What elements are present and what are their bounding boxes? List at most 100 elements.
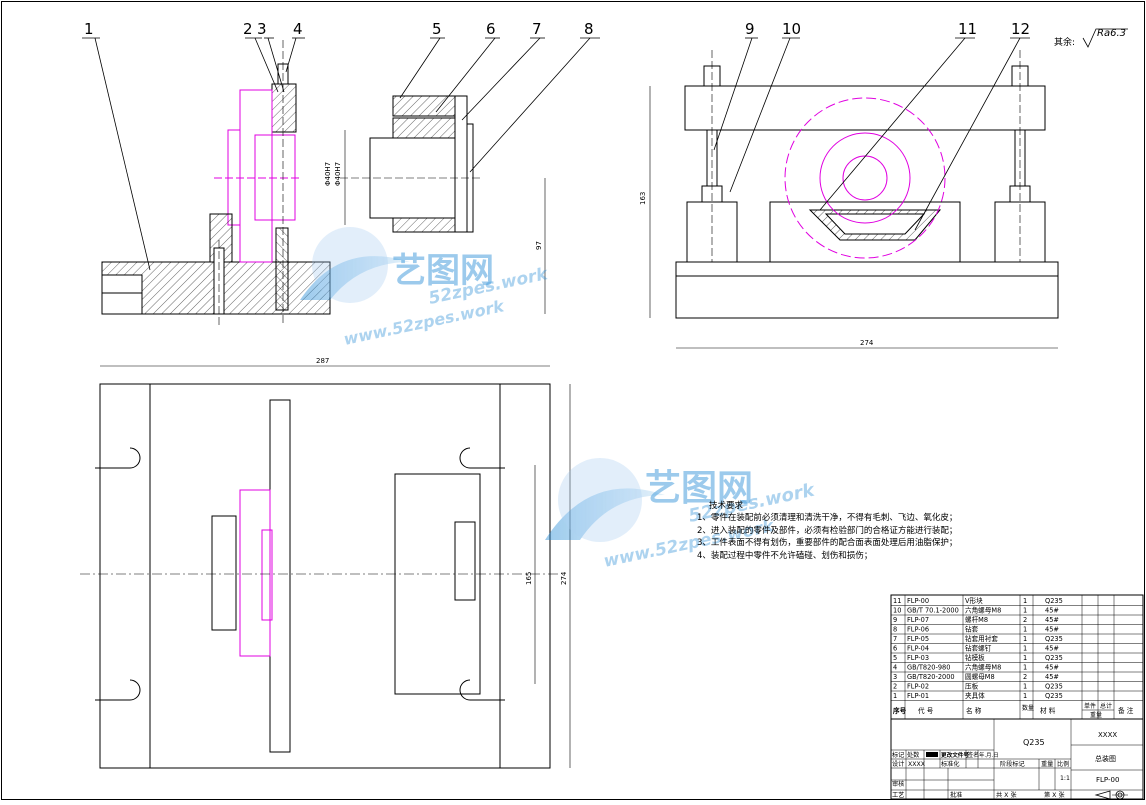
bom-name: 压板 [965, 682, 979, 691]
tb-material: Q235 [1023, 738, 1045, 747]
bom-qty: 1 [1023, 597, 1027, 605]
title-block-text: 标记 处数 更改文件号 签名 年.月.日 设计 XXXX 标准化 审核 工艺 批… [892, 731, 1119, 799]
bom-material: Q235 [1045, 597, 1063, 605]
bom-code: GB/T820-980 [907, 664, 950, 672]
balloon-6: 6 [486, 20, 496, 38]
bom-header-no: 序号 [893, 706, 907, 715]
bom-code: FLP-06 [907, 626, 929, 634]
tech-title: 技术要求 [709, 501, 744, 511]
bom-qty: 1 [1023, 683, 1027, 691]
bom-qty: 1 [1023, 654, 1027, 662]
bom-qty: 1 [1023, 692, 1027, 700]
bom-header-name: 名 称 [966, 706, 982, 715]
bom-material: 45# [1045, 673, 1059, 681]
bom-header-material: 材 料 [1040, 706, 1056, 715]
plan-view [80, 365, 571, 769]
watermark-logo-2: 艺图网 [645, 468, 753, 509]
bom-no: 3 [893, 673, 897, 681]
tb-weight: 重量 [1041, 760, 1053, 768]
bom-name: 螺杆M8 [965, 615, 988, 624]
bom-code: FLP-02 [907, 683, 929, 691]
bom-no: 5 [893, 654, 897, 662]
balloon-9: 9 [745, 20, 755, 38]
dim-287: 287 [316, 357, 329, 365]
bom-name: 圆螺母M8 [965, 672, 995, 681]
bom-material: 45# [1045, 626, 1059, 634]
bom-code: FLP-03 [907, 654, 929, 662]
bom-no: 9 [893, 616, 897, 624]
dim-h7: Φ40H7 [324, 162, 332, 186]
bom-material: 45# [1045, 607, 1059, 615]
balloon-4: 4 [293, 20, 303, 38]
bom-name: V形块 [965, 596, 983, 605]
dim-h7-2: Φ40H7 [334, 162, 342, 186]
tb-scale: 1:1 [1060, 775, 1070, 782]
dim-97: 97 [535, 241, 543, 250]
bom-no: 8 [893, 626, 897, 634]
bom-code: GB/T820-2000 [907, 673, 955, 681]
bom-no: 2 [893, 683, 897, 691]
side-view [649, 50, 1059, 349]
balloon-10: 10 [782, 20, 801, 38]
projection-symbol-icon [1094, 790, 1128, 800]
tb-approve: 批准 [950, 791, 962, 799]
tech-item-4: 4、装配过程中零件不允许磕碰、划伤和损伤； [697, 550, 873, 561]
tb-standardize: 标准化 [941, 760, 960, 768]
tb-signature: 签名 [967, 751, 979, 759]
tb-drawing-no: FLP-00 [1096, 776, 1119, 784]
tb-sheet-total: 共 X 张 [996, 791, 1017, 799]
bom-qty: 1 [1023, 607, 1027, 615]
bom-qty: 1 [1023, 664, 1027, 672]
bom-code: GB/T 70.1-2000 [907, 607, 959, 615]
balloon-12: 12 [1011, 20, 1030, 38]
bom-no: 4 [893, 664, 897, 672]
tb-stage-mark: 阶段标记 [1000, 760, 1025, 768]
tb-change-doc: 更改文件号 [941, 751, 969, 759]
bom-table [890, 594, 1144, 720]
bom-qty: 1 [1023, 645, 1027, 653]
watermark-top: 艺图网 52zpes.work www.52zpes.work [300, 227, 551, 349]
tb-scale-label: 比例 [1057, 760, 1069, 768]
balloon-2: 2 [243, 20, 253, 38]
tb-date: 年.月.日 [979, 751, 999, 759]
tb-process: 工艺 [892, 791, 904, 799]
bom-name: 钻套用衬套 [965, 634, 998, 643]
tb-sheet-no: 第 X 张 [1044, 791, 1065, 799]
bom-name: 钻套 [965, 625, 979, 634]
bom-code: FLP-07 [907, 616, 929, 624]
bom-header-weight: 重量 [1090, 711, 1102, 719]
watermark-url: www.52zpes.work [342, 296, 507, 349]
bom-header-qty: 数量 [1022, 704, 1034, 712]
bom-material: Q235 [1045, 692, 1063, 700]
tech-item-2: 2、进入装配的零件及部件，必须有检验部门的合格证方能进行装配； [697, 525, 958, 536]
bom-header-total: 总计 [1100, 702, 1112, 710]
bom-qty: 1 [1023, 635, 1027, 643]
bom-header-remark: 备 注 [1118, 706, 1134, 715]
bom-name: 六角螺母M8 [965, 606, 1001, 615]
tb-design-name: XXXX [908, 761, 926, 768]
watermark-logo: 艺图网 [392, 251, 494, 291]
balloon-3: 3 [257, 20, 267, 38]
front-view [101, 40, 331, 325]
balloon-11: 11 [958, 20, 977, 38]
bom-material: Q235 [1045, 683, 1063, 691]
bom-no: 1 [893, 692, 897, 700]
tech-item-3: 3、工件表面不得有划伤，重要部件的配合面表面处理后用油脂保护； [697, 538, 958, 549]
tb-redaction [926, 752, 938, 757]
bom-material: 45# [1045, 616, 1059, 624]
bom-header-unit: 单件 [1084, 702, 1096, 710]
bom-qty: 1 [1023, 626, 1027, 634]
balloon-5: 5 [432, 20, 442, 38]
bom-material: Q235 [1045, 654, 1063, 662]
roughness-symbol: 其余: Ra6.3 [1054, 28, 1128, 48]
bom-header-code: 代 号 [918, 706, 934, 715]
bom-rows: 11 FLP-00 V形块 1 Q235 10 GB/T 70.1-2000 六… [893, 596, 1134, 719]
bom-qty: 2 [1023, 616, 1027, 624]
bom-no: 7 [893, 635, 897, 643]
bom-material: 45# [1045, 645, 1059, 653]
roughness-label: 其余: [1054, 36, 1075, 48]
bom-name: 六角螺母M8 [965, 663, 1001, 672]
technical-requirements: 技术要求 1、零件在装配前必须清理和清洗干净，不得有毛刺、飞边、氧化皮； 2、进… [697, 500, 957, 562]
bom-code: FLP-00 [907, 597, 929, 605]
